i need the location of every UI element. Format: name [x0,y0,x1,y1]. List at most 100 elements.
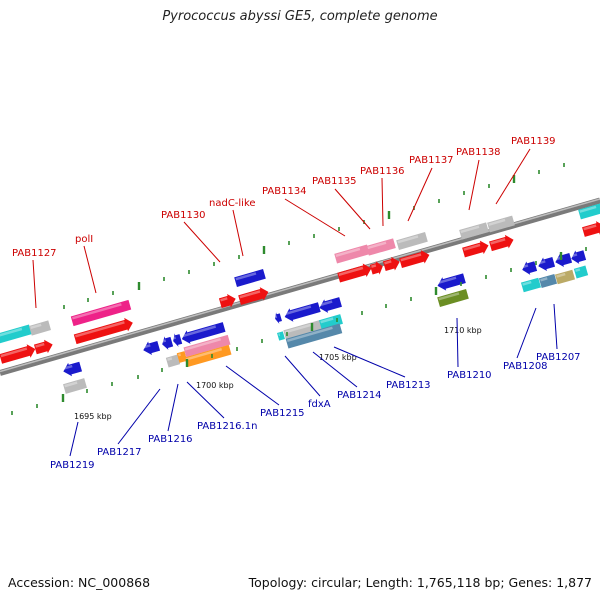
scale-label: 1695 kbp [74,412,112,421]
gene-PAB1135-red-shine [371,264,377,268]
gene-PAB1135-red [369,261,383,275]
gene-red-left-2-shine [35,342,45,348]
gene-PAB1207-khaki [554,269,576,285]
gene-PAB1216-blue [162,336,174,350]
gene-label-bottom: PAB1208 [503,361,548,372]
gene-PAB1215-orange-shape [184,344,232,368]
gene-PAB1136-shine [384,260,392,265]
gene-PAB1134 [334,244,370,264]
gene-PAB1135-shape [366,238,396,256]
leader-line-top [284,198,346,237]
gene-PAB1215-blue [181,322,226,344]
gene-PAB1216.1n-pink-shine [184,338,222,351]
gene-nadC-like-shine [239,290,261,299]
gene-PAB1207-blue-1 [555,252,573,268]
gene-PAB1210-blue-shine [437,276,457,285]
gene-nadC-like-upper [234,269,266,287]
gene-PAB1216.1n-pink [183,334,231,358]
gene-red-left-1-shine [0,347,28,358]
gene-label-bottom: fdxA [308,399,331,410]
gene-PAB1215-blue-shine [181,325,217,338]
leader-line-bottom [117,388,161,445]
gene-PAB1210-blue-shape [437,273,466,291]
gene-PAB1210-olive [437,289,469,307]
gene-PAB1138-upper-shine [460,225,480,234]
gene-polI-shine [75,321,125,338]
gene-fdxA-cyan [277,331,285,341]
gene-PAB1139-shape [489,234,514,252]
genome-stats-text: Topology: circular; Length: 1,765,118 bp… [248,575,592,590]
gene-polI-upper [70,299,132,327]
gene-PAB1208-steel-shape [538,273,558,289]
gene-PAB1214-gray-shine [284,323,314,334]
gene-PAB1208-blue-2-shape [538,256,556,272]
gene-red-left-1-shape [0,344,36,364]
gene-PAB1139-shine [490,238,506,245]
gene-label-top: PAB1138 [456,147,501,158]
gene-cyan-left-1 [0,324,32,344]
gene-gray-left-1-shine [30,323,42,330]
gene-red-left-1 [0,344,36,364]
gene-PAB1134-shine [335,247,361,257]
scale-label: 1700 kbp [196,381,234,390]
gene-PAB1207-blue-2-shape [571,250,587,264]
gene-PAB1138-shape [462,240,489,258]
gene-PAB1219-gray [63,378,87,394]
gene-nadC-like [238,287,269,305]
gene-PAB1208-blue-2-shine [538,260,546,265]
gene-PAB1208-blue-1-shine [522,264,529,269]
gene-PAB1208-blue-2 [538,256,556,272]
leader-line-top [407,167,433,222]
gene-polI-upper-shine [72,303,122,320]
gene-label-top: PAB1127 [12,248,57,259]
gene-fdxA-cyan-shape [277,331,285,341]
gene-label-bottom: PAB1219 [50,460,95,471]
gene-nadC-like-shape [238,287,269,305]
gene-PAB1207-blue-1-shape [555,252,573,268]
gene-PAB1216.1n-blue [173,333,183,347]
gene-PAB1217-blue-shine [143,344,151,349]
gene-cyan-left-1-shape [0,324,32,344]
leader-line-bottom [553,303,558,350]
gene-PAB1130 [218,293,236,309]
gene-cyan-left-1-shine [0,327,23,337]
leader-line-bottom [167,383,179,432]
gene-PAB1213-steel-shape [285,323,343,349]
leader-line-bottom [225,365,280,406]
gene-PAB1136-upper-shine [397,235,419,244]
leader-line-bottom [284,355,321,397]
leader-line-top [468,159,480,211]
gene-fdxA-cyan-shine [278,333,281,337]
gene-PAB1138-shine [463,243,481,251]
gene-PAB1134-shape [334,244,370,264]
accession-text: Accession: NC_000868 [8,575,151,590]
gene-PAB1213-steel-shine [286,326,333,343]
gene-label-bottom: PAB1213 [386,380,431,391]
gene-red-right-shine [583,224,597,231]
gene-label-top: nadC-like [209,198,256,209]
gene-PAB1207-khaki-shine [556,272,566,278]
gene-PAB1208-blue-1-shape [522,261,538,275]
gene-PAB1207-cyan-shape [573,265,589,279]
gene-PAB1135 [366,238,396,256]
gene-red-right-shape [582,221,600,237]
gene-PAB1210-olive-shape [437,289,469,307]
gene-PAB1207-khaki-shape [554,269,576,285]
gene-PAB1134-red-shape [337,263,372,283]
gene-PAB1137-shine [400,253,422,262]
leader-line-bottom [333,346,406,378]
gene-polI [73,317,133,345]
gene-PAB1207-cyan [573,265,589,279]
gene-cyan-right-shape [578,202,600,220]
leader-line-top [381,177,384,227]
leader-line-top [334,188,371,230]
scale-label: 1705 kbp [319,353,357,362]
leader-line-top [32,259,37,309]
gene-PAB1216.1n-blue-shape [173,333,183,347]
gene-PAB1215-blue-shape [181,322,226,344]
gene-PAB1213-blue-shine [319,300,333,307]
gene-gray-left-1-shape [29,320,51,336]
gene-PAB1217-blue [143,340,161,356]
gene-PAB1208-blue-1 [522,261,538,275]
